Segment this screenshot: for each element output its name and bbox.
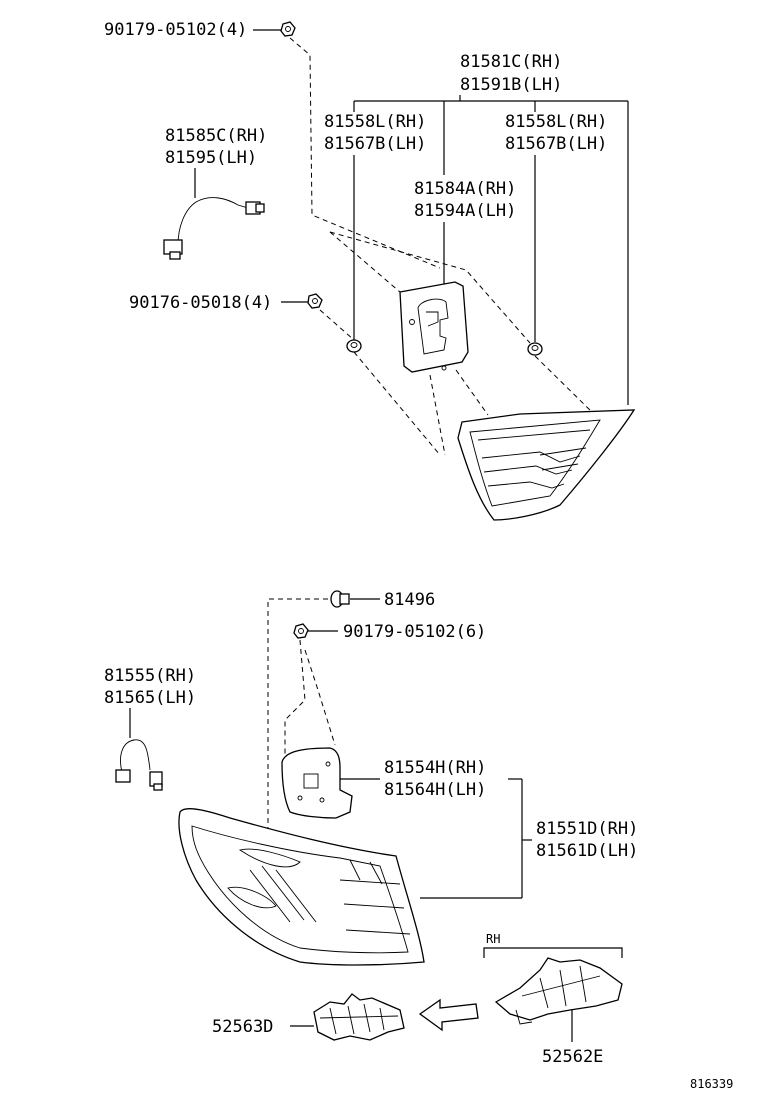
label-81567B-right: 81567B(LH) (505, 134, 607, 154)
label-52562E: 52562E (542, 1047, 603, 1067)
diagram-id: 816339 (690, 1077, 733, 1091)
label-81558L-left: 81558L(RH) (324, 112, 426, 132)
label-81581C: 81581C(RH) (460, 52, 562, 72)
lamp-bracket-right-icon (494, 957, 623, 1025)
label-81561D: 81561D(LH) (536, 841, 638, 861)
label-52563D: 52563D (212, 1017, 273, 1037)
label-81595: 81595(LH) (165, 148, 257, 168)
label-81496: 81496 (384, 590, 435, 610)
label-81567B-left: 81567B(LH) (324, 134, 426, 154)
wire-harness-icon (163, 197, 265, 260)
label-81584A: 81584A(RH) (414, 179, 516, 199)
label-81564H: 81564H(LH) (384, 780, 486, 800)
nut-icon-bottom (293, 623, 309, 639)
lamp-socket-plate-icon (281, 747, 353, 819)
nut-icon (280, 21, 296, 37)
label-81565: 81565(LH) (104, 688, 196, 708)
label-81551D: 81551D(RH) (536, 819, 638, 839)
grommet-icon-left (346, 339, 362, 353)
label-81558L-right: 81558L(RH) (505, 112, 607, 132)
label-81555: 81555(RH) (104, 666, 196, 686)
label-90176: 90176-05018(4) (129, 293, 272, 313)
clip-icon (330, 590, 350, 608)
screw-icon (307, 293, 323, 309)
lamp-bracket-left-icon (313, 993, 405, 1041)
direction-arrow-icon (418, 998, 479, 1032)
inner-tail-lamp-icon (457, 409, 636, 521)
outer-tail-lamp-icon (178, 807, 425, 966)
label-81594A: 81594A(LH) (414, 201, 516, 221)
label-81554H: 81554H(RH) (384, 758, 486, 778)
label-90179-bottom: 90179-05102(6) (343, 622, 486, 642)
label-rh: RH (486, 932, 500, 946)
label-81585C: 81585C(RH) (165, 126, 267, 146)
socket-wire-icon (115, 739, 163, 791)
socket-plate-icon (399, 281, 469, 373)
label-90179-top: 90179-05102(4) (104, 20, 247, 40)
grommet-icon-right (527, 342, 543, 356)
label-81591B: 81591B(LH) (460, 75, 562, 95)
